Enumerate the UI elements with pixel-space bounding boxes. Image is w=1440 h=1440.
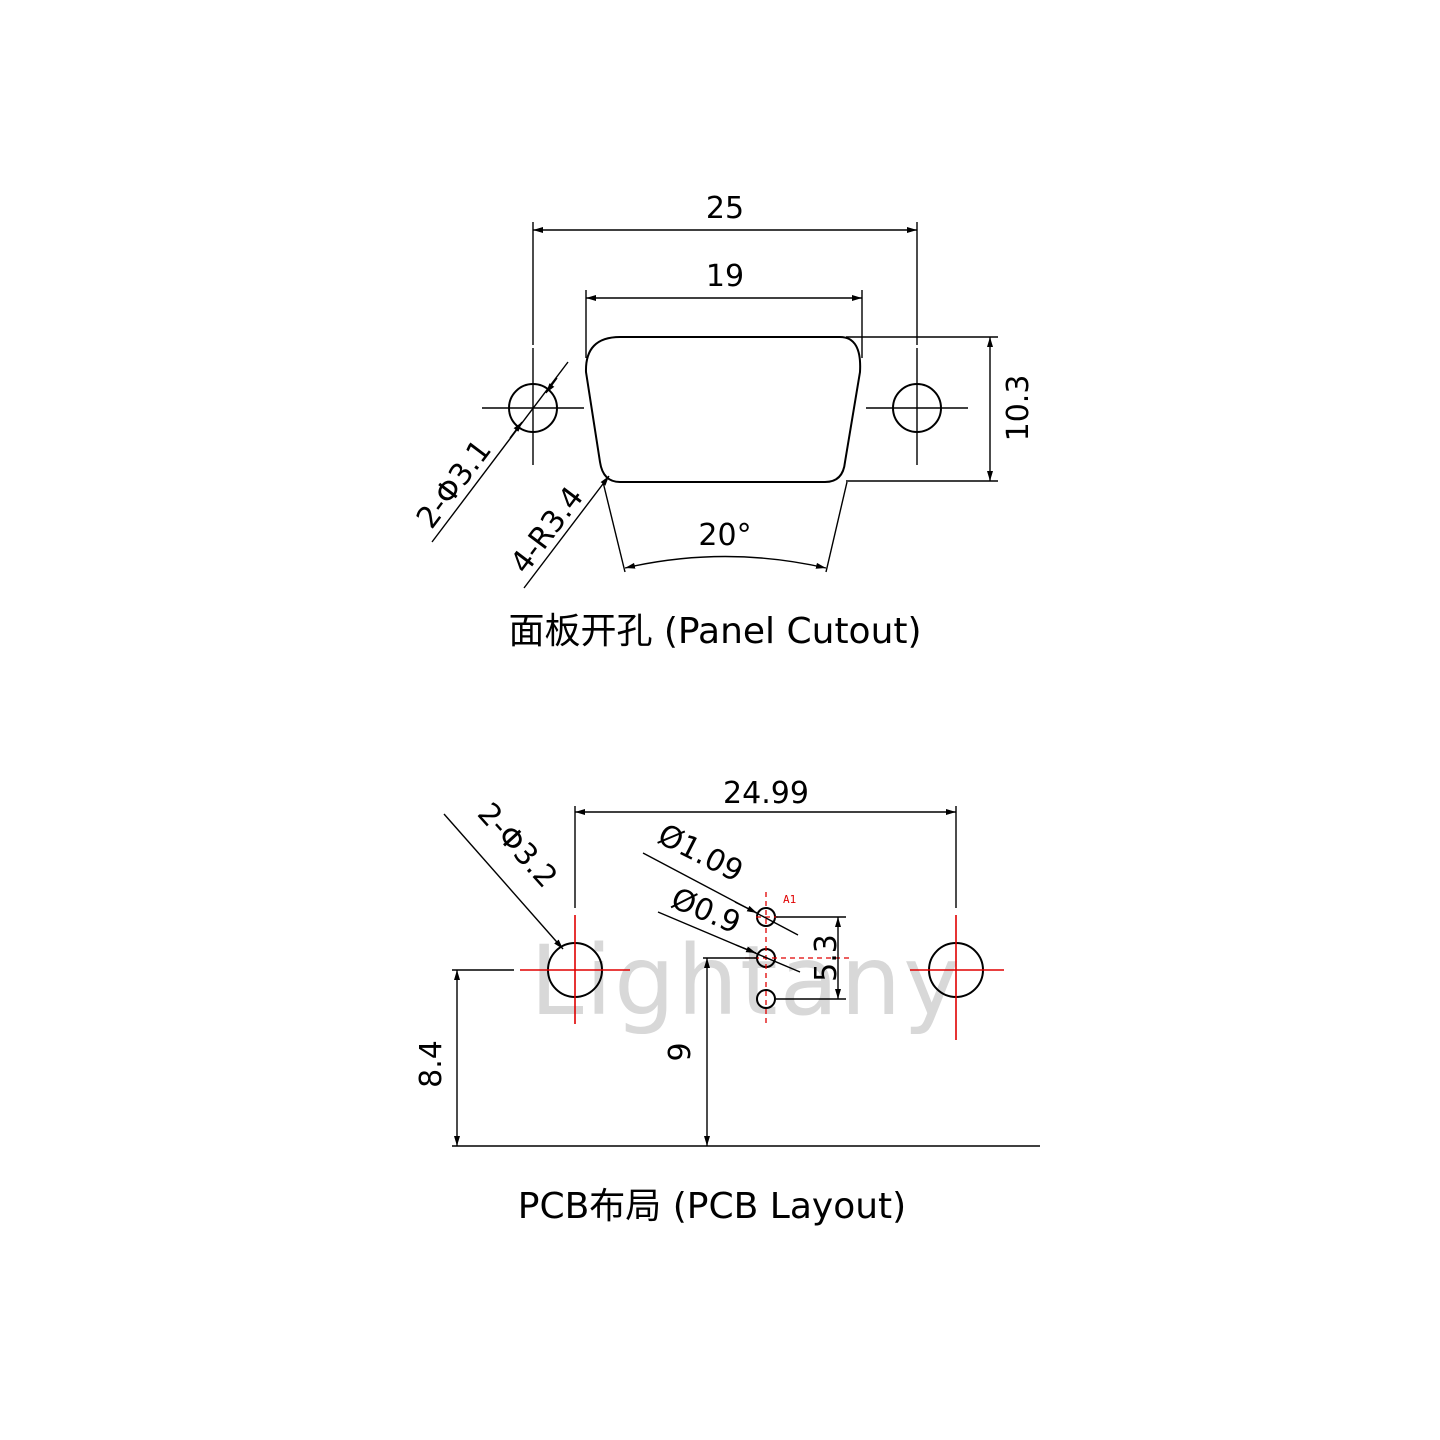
pin-label-a1: A1	[783, 893, 796, 906]
watermark: Lightany	[530, 925, 962, 1037]
pcb-layout-drawing: Lightany A1 24.99 2-Φ3.	[414, 776, 1040, 1227]
leader-pcb-hole	[443, 813, 564, 950]
right-mounting-hole	[866, 348, 968, 465]
pin-3	[756, 989, 776, 1009]
dim-label-height-left: 8.4	[414, 1040, 449, 1088]
leader-radius	[523, 475, 610, 589]
dim-label-height-mid: 9	[663, 1042, 698, 1061]
dim-label-width-inner: 19	[706, 259, 744, 294]
pcb-pins: A1	[745, 892, 852, 1025]
panel-cutout-drawing: 25 19 10.3 2-Φ3.1 4-R3.4 20° 面板开孔 (Panel…	[410, 191, 1036, 652]
dim-label-pcb-width: 24.99	[723, 776, 809, 811]
dim-label-hole: 2-Φ3.1	[410, 433, 499, 535]
angle-arc-20	[624, 555, 827, 569]
dim-label-pcb-hole: 2-Φ3.2	[470, 796, 564, 895]
leader-hole-dia	[431, 361, 569, 543]
dim-label-height: 10.3	[1001, 375, 1036, 442]
dim-label-pad-large: Ø1.09	[652, 817, 748, 889]
panel-cutout-caption: 面板开孔 (Panel Cutout)	[508, 611, 921, 652]
dim-label-radius: 4-R3.4	[504, 480, 591, 580]
pcb-layout-caption: PCB布局 (PCB Layout)	[518, 1186, 906, 1227]
leader-pad-large	[642, 852, 799, 936]
leader-pad-small	[657, 911, 801, 973]
dim-label-pitch: 5.3	[809, 934, 844, 982]
left-mounting-hole	[482, 348, 584, 465]
dim-label-width-outer: 25	[706, 191, 744, 226]
d-sub-cutout-outline	[584, 336, 862, 483]
dim-label-angle: 20°	[698, 518, 751, 553]
pcb-left-mounting-hole	[520, 915, 630, 1024]
pcb-right-mounting-hole	[910, 915, 1004, 1040]
